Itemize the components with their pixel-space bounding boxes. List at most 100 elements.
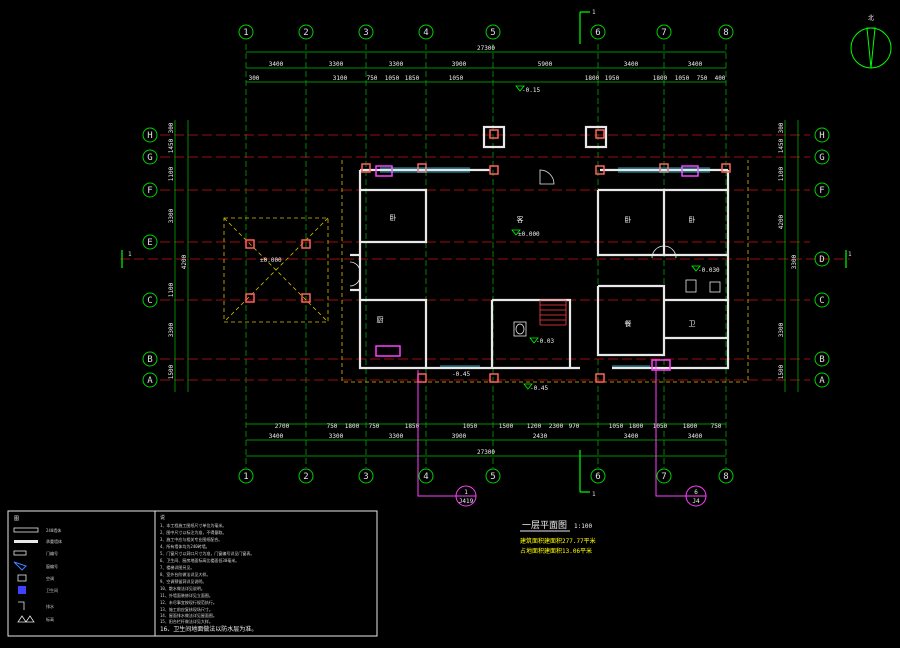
top-sub-dim-3: 750 — [367, 75, 378, 82]
left-dim-2: 1450 — [168, 138, 175, 153]
title-block: 一层平面图 1:100 建筑面积建面积277.77平米 占地面积建面积13.06… — [520, 520, 596, 555]
top-dim-3: 3300 — [389, 61, 404, 68]
top-sub-dim-6: 1050 — [449, 75, 464, 82]
bottom-sub-dim-5: 1850 — [405, 423, 420, 430]
axis-label-top-7: 7 — [661, 28, 666, 38]
top-sub-dim-2: 3100 — [333, 75, 348, 82]
note-line-11: 11、外墙面装修详见立面图。 — [160, 592, 213, 598]
callout-1-number: 1 — [464, 489, 468, 496]
axis-label-left-B: B — [147, 355, 152, 365]
note-line-4: 4、所有墙体均为240砖墙。 — [160, 543, 210, 549]
axis-label-top-5: 5 — [490, 28, 495, 38]
note-line-2: 2、图中尺寸以标注为准，不得量取。 — [160, 529, 226, 535]
room-bedroom-2: 卧 — [625, 216, 632, 224]
bottom-dim-3: 3300 — [389, 433, 404, 440]
axis-grid-lines — [120, 44, 850, 468]
axis-label-bottom-3: 3 — [363, 472, 368, 482]
bottom-sub-dim-1: 2700 — [275, 423, 290, 430]
bottom-dim-4: 3900 — [452, 433, 467, 440]
legend-item-6: 卫生间 — [46, 587, 58, 593]
note-line-7: 7、楼梯详图另见。 — [160, 564, 194, 570]
axis-label-right-A: A — [819, 376, 825, 386]
note-line-6: 6、卫生间、厨房地面标高比楼面低30毫米。 — [160, 557, 239, 563]
note-line-3: 3、施工中应与相关专业图纸配合。 — [160, 536, 222, 542]
detail-callouts — [417, 360, 707, 507]
note-line-1: 1、本工程施工图纸尺寸单位为毫米。 — [160, 522, 226, 528]
bottom-dim-5: 2430 — [533, 433, 548, 440]
section-label-right: 1 — [848, 251, 852, 258]
axis-label-left-C: C — [147, 296, 152, 306]
note-line-14: 14、屋面排水做法详见屋面图。 — [160, 612, 217, 618]
right-dim-5: 3300 — [791, 254, 798, 269]
bathroom-fixtures — [513, 279, 721, 337]
axis-label-top-2: 2 — [303, 28, 308, 38]
axis-label-top-6: 6 — [595, 28, 600, 38]
legend-heading: 图 — [14, 516, 19, 522]
note-line-9: 9、空调预留洞详见说明。 — [160, 578, 206, 584]
building-walls — [350, 125, 730, 370]
north-arrow-icon: 北 — [850, 14, 892, 69]
top-sub-dim-7: 1800 — [585, 75, 600, 82]
note-line-13: 13、施工前应复核现场尺寸。 — [160, 606, 213, 612]
bottom-dim-6: 3400 — [624, 433, 639, 440]
axis-label-right-B: B — [819, 355, 824, 365]
legend-item-4: 窗编号 — [46, 563, 58, 569]
left-dim-7: 3300 — [168, 322, 175, 337]
top-sub-dim-12: 400 — [715, 75, 726, 82]
top-dim-6: 3400 — [624, 61, 639, 68]
axis-label-left-F: F — [147, 186, 152, 196]
top-sub-dim-8: 1950 — [605, 75, 620, 82]
left-dim-5: 4200 — [181, 254, 188, 269]
room-living: 客 — [517, 215, 524, 224]
axis-label-top-8: 8 — [723, 28, 728, 38]
left-dim-3: 1100 — [168, 166, 175, 181]
top-sub-dim-11: 750 — [697, 75, 708, 82]
axis-label-left-A: A — [147, 376, 153, 386]
callout-1-sheet: J419 — [459, 498, 474, 505]
note-line-16: 16、卫生间地面做法以防水层为准。 — [160, 625, 257, 633]
axis-bubbles-left — [142, 127, 158, 388]
room-bedroom-3: 卧 — [689, 216, 696, 224]
left-dim-1: 300 — [168, 122, 175, 133]
legend: 图 240墙体 承重墙体 门编号 窗编号 空调 卫生间 排水 标高 — [13, 516, 62, 623]
room-bedroom-1: 卧 — [390, 214, 397, 222]
section-mark-1-1 — [121, 11, 847, 493]
axis-label-left-G: G — [147, 153, 152, 163]
bottom-sub-dim-14: 1800 — [683, 423, 698, 430]
bottom-sub-dim-4: 750 — [369, 423, 380, 430]
section-label-left: 1 — [128, 251, 132, 258]
top-sub-dim-4: 1050 — [385, 75, 400, 82]
bottom-dim-1: 3400 — [269, 433, 284, 440]
axis-label-right-G: G — [819, 153, 824, 163]
axis-label-bottom-7: 7 — [661, 472, 666, 482]
top-sub-dim-10: 1050 — [675, 75, 690, 82]
axis-label-bottom-2: 2 — [303, 472, 308, 482]
bottom-sub-dim-10: 970 — [569, 423, 580, 430]
axis-label-bottom-8: 8 — [723, 472, 728, 482]
legend-item-2: 承重墙体 — [46, 538, 62, 544]
axis-label-top-3: 3 — [363, 28, 368, 38]
top-dim-7: 3400 — [688, 61, 703, 68]
bottom-sub-dim-12: 1800 — [629, 423, 644, 430]
right-dim-7: 1500 — [778, 364, 785, 379]
level-entry-bottom: -0.45 — [530, 385, 548, 392]
legend-item-7: 排水 — [46, 603, 54, 609]
room-dining: 餐 — [625, 319, 632, 328]
note-line-15: 15、阳台栏杆做法详见大样。 — [160, 618, 213, 624]
notes-heading: 说 — [160, 514, 165, 521]
design-notes: 说 1、本工程施工图纸尺寸单位为毫米。 2、图中尺寸以标注为准，不得量取。 3、… — [160, 514, 257, 633]
top-dim-1: 3400 — [269, 61, 284, 68]
top-sub-dim-9: 1800 — [653, 75, 668, 82]
right-dim-3: 1100 — [778, 166, 785, 181]
dimension-lines — [174, 51, 799, 457]
axis-label-bottom-6: 6 — [595, 472, 600, 482]
legend-item-8: 标高 — [46, 616, 54, 622]
axis-label-bottom-5: 5 — [490, 472, 495, 482]
note-line-10: 10、散水做法详见说明。 — [160, 585, 205, 591]
total-dim-bottom: 27300 — [477, 449, 495, 456]
axis-label-top-1: 1 — [243, 28, 248, 38]
axis-label-right-F: F — [819, 186, 824, 196]
room-kitchen: 厨 — [377, 316, 384, 324]
bottom-sub-dim-13: 1050 — [653, 423, 668, 430]
